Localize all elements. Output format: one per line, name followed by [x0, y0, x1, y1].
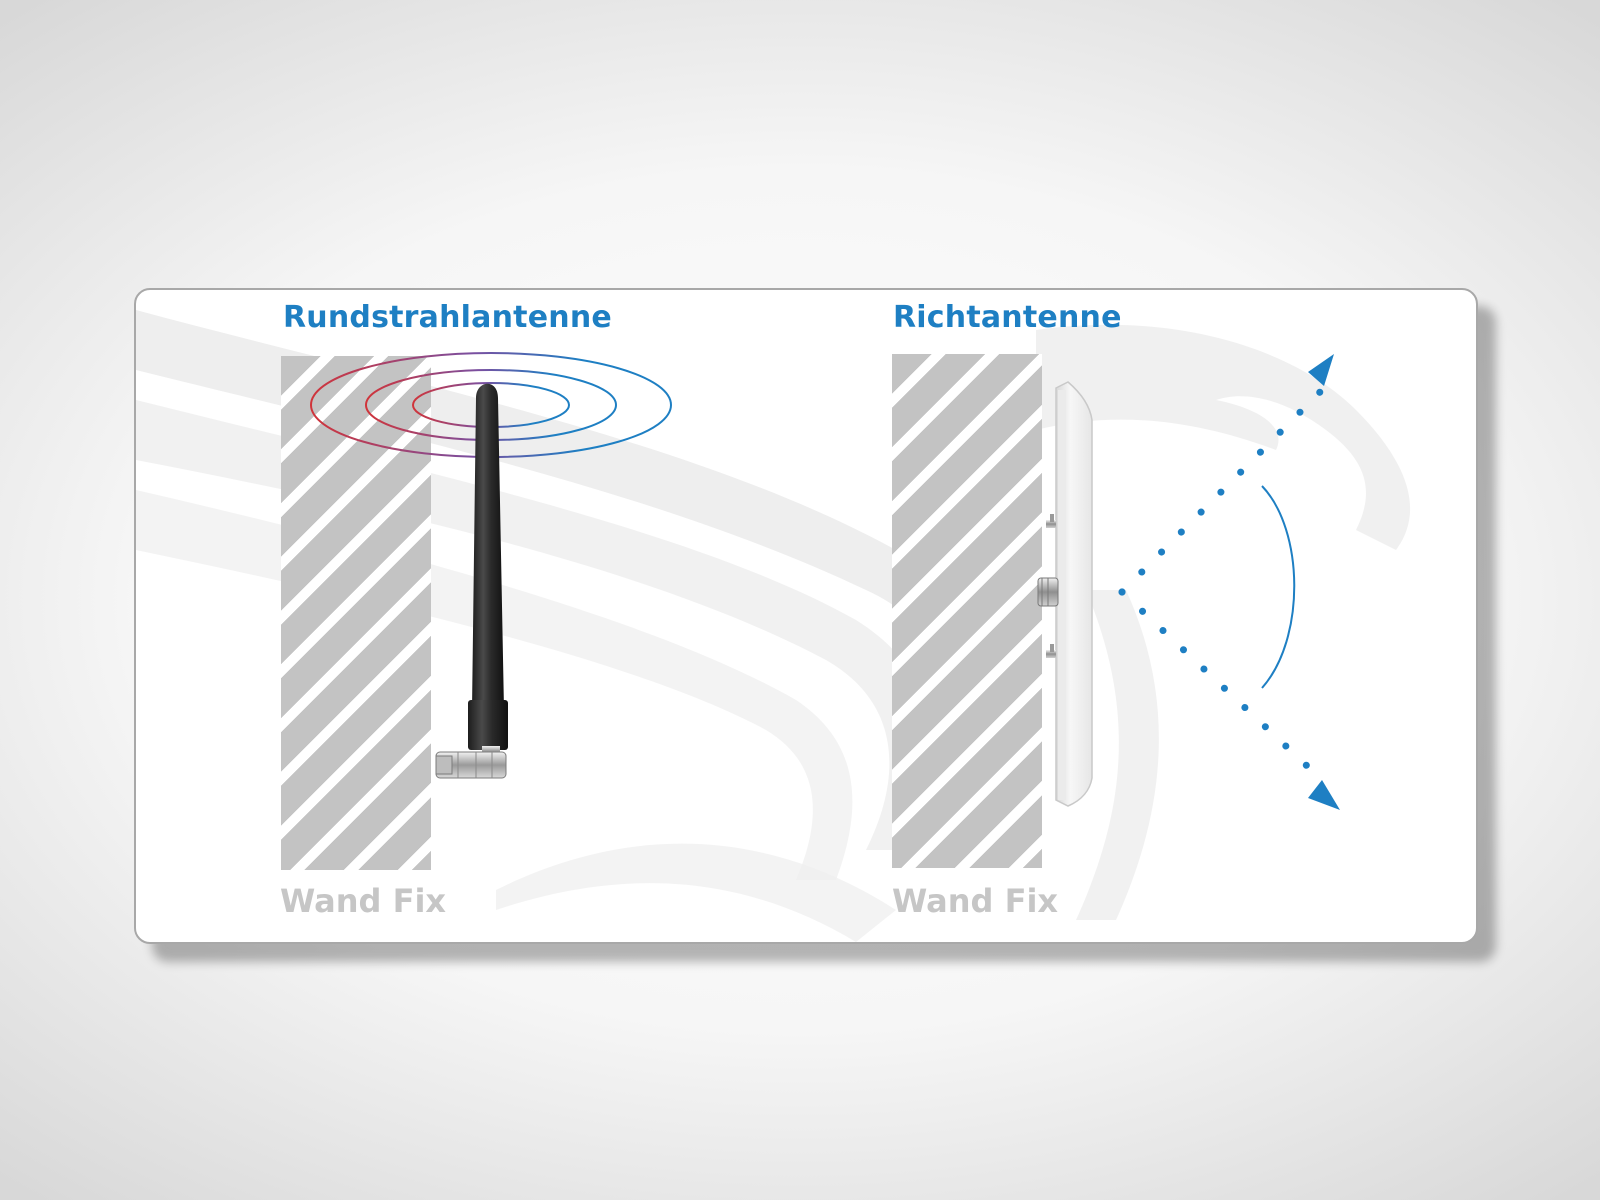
- omni-section: Rundstrahlantenne Wand Fix: [136, 290, 756, 942]
- directional-section: Richtantenne Wand Fix: [756, 290, 1476, 942]
- directional-graphics: [756, 290, 1476, 942]
- directional-beam-arrows-icon: [1122, 354, 1340, 810]
- diagram-panel: Rundstrahlantenne Wand Fix: [134, 288, 1478, 944]
- panel-antenna-icon: [1038, 382, 1092, 806]
- rubber-duck-antenna-icon: [436, 384, 508, 778]
- omni-graphics: [136, 290, 756, 942]
